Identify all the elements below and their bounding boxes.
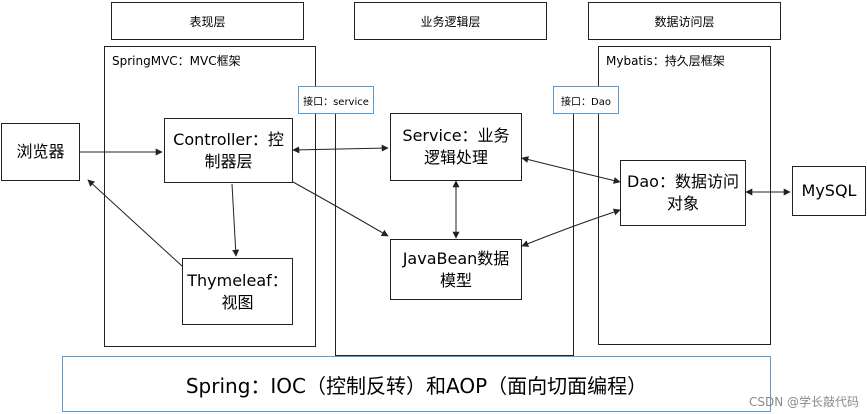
service-interface-label: 接口：service [298, 86, 374, 114]
thymeleaf-node: Thymeleaf：视图 [182, 258, 293, 325]
service-node: Service：业务逻辑处理 [390, 113, 522, 181]
springmvc-region-label: SpringMVC：MVC框架 [112, 54, 241, 68]
arrow-controller-to-thymeleaf [231, 183, 240, 257]
dao-node: Dao：数据访问对象 [620, 160, 746, 226]
header-presentation-layer: 表现层 [111, 2, 304, 40]
mybatis-region-label: Mybatis：持久层框架 [606, 54, 725, 68]
arrow-javabean-dao [521, 208, 621, 247]
controller-node: Controller：控制器层 [164, 118, 293, 183]
mysql-node: MySQL [792, 166, 866, 216]
dao-interface-label: 接口：Dao [553, 86, 619, 114]
arrow-controller-service [292, 144, 389, 154]
springmvc-region [104, 46, 316, 347]
arrow-service-dao [521, 156, 621, 184]
arrow-thymeleaf-to-browser [87, 179, 183, 267]
watermark: CSDN @学长敲代码 [748, 395, 859, 409]
header-data-access-layer: 数据访问层 [588, 2, 781, 40]
mybatis-region [598, 46, 771, 345]
browser-node: 浏览器 [1, 123, 80, 181]
header-business-layer: 业务逻辑层 [354, 2, 547, 40]
spring-ioc-aop-bar: Spring：IOC（控制反转）和AOP（面向切面编程） [62, 356, 771, 412]
javabean-node: JavaBean数据模型 [390, 239, 522, 300]
arrow-controller-to-javabean [292, 181, 389, 237]
